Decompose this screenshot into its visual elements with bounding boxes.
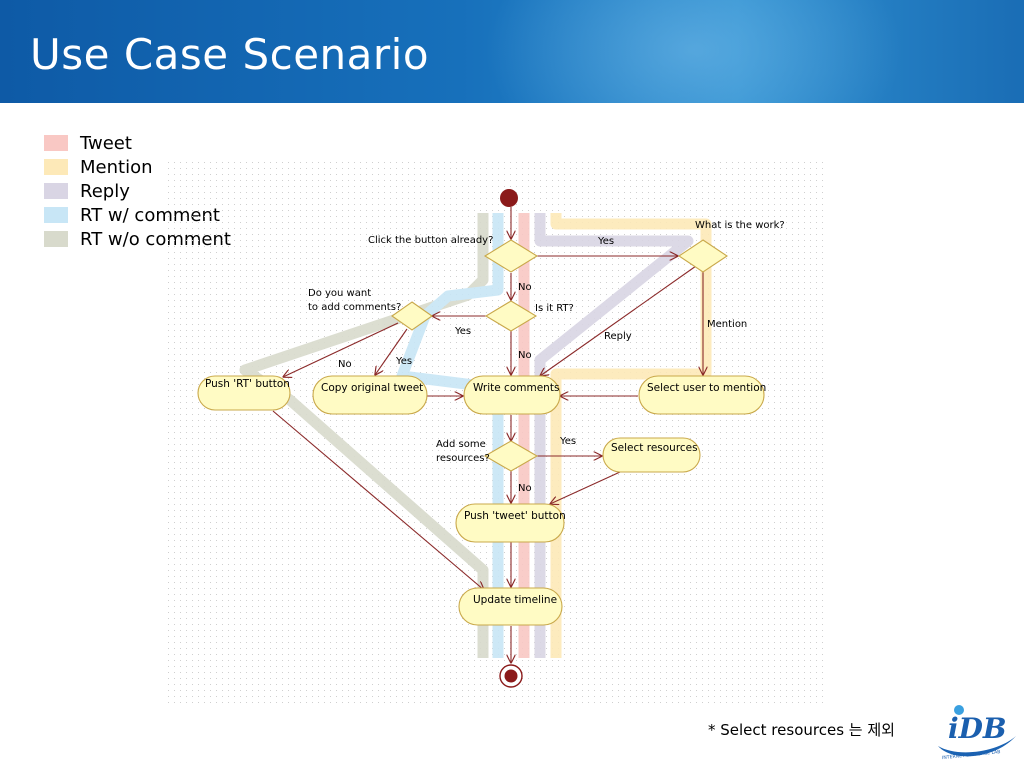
decision-click-already [483,239,539,273]
path-mention [550,213,712,658]
node-text-select-resources: Select resources [611,442,698,454]
legend-swatch-tweet [44,135,68,151]
edge-select-to-push-tweet [550,471,621,504]
legend-item-reply: Reply [44,179,231,203]
legend-item-mention: Mention [44,155,231,179]
label-click-already: Click the button already? [368,235,493,246]
logo-swoosh [938,736,1016,757]
legend-swatch-rt-without-comment [44,231,68,247]
decision-is-rt [484,300,538,332]
node-text-write-comments: Write comments [473,382,559,394]
legend-label-mention: Mention [80,156,153,178]
node-write-comments [463,375,561,415]
label-yes-resources: Yes [559,436,576,447]
node-text-select-user: Select user to mention [647,382,766,394]
node-text-push-rt: Push 'RT' button [205,378,290,390]
node-text-update-timeline: Update timeline [473,594,557,606]
edge-work-reply-to-write [540,265,697,376]
label-want-comments-1: Do you want [308,288,371,299]
node-update-timeline [458,587,563,626]
legend-label-tweet: Tweet [80,132,132,154]
path-rt-without-comment [239,213,489,658]
node-text-push-tweet: Push 'tweet' button [464,510,566,522]
node-select-resources [602,437,701,473]
label-want-comments-2: to add comments? [308,302,401,313]
legend-swatch-reply [44,183,68,199]
label-reply: Reply [604,331,632,342]
label-no-click: No [518,282,532,293]
title-bar-glow [484,0,904,103]
node-push-rt-button [197,375,291,411]
node-select-user [638,375,765,415]
label-yes-comments: Yes [395,356,412,367]
legend-item-tweet: Tweet [44,131,231,155]
label-yes-click: Yes [597,236,614,247]
slide-title: Use Case Scenario [30,30,430,79]
logo-dot [954,705,964,715]
path-reply [534,213,694,658]
label-yes-rt: Yes [454,326,471,337]
title-bar: Use Case Scenario [0,0,1024,103]
label-add-resources-2: resources? [436,453,490,464]
node-push-tweet-button [455,503,565,543]
decision-want-comments [391,301,433,331]
label-no-rt: No [518,350,532,361]
edge-push-rt-to-timeline [272,410,484,590]
decision-what-work [678,239,728,273]
end-node-dot [504,669,518,683]
label-no-resources: No [518,483,532,494]
legend-swatch-rt-with-comment [44,207,68,223]
node-text-copy-tweet: Copy original tweet [321,382,423,394]
idb-logo: iDB INTERNET DATABASE LAB [938,705,1016,761]
label-mention: Mention [707,319,747,330]
label-add-resources-1: Add some [436,439,486,450]
footnote: * Select resources 는 제외 [708,721,895,739]
edge-comments-yes-to-copy [375,328,408,375]
decision-add-resources [483,440,539,472]
legend-swatch-mention [44,159,68,175]
logo-wordmark: iDB [948,712,1007,745]
edge-comments-no-to-push-rt [283,322,399,377]
legend-label-reply: Reply [80,180,130,202]
node-copy-original-tweet [312,375,428,415]
start-node [500,189,518,207]
label-no-comments: No [338,359,352,370]
label-what-work: What is the work? [695,220,785,231]
label-is-rt: Is it RT? [535,303,574,314]
